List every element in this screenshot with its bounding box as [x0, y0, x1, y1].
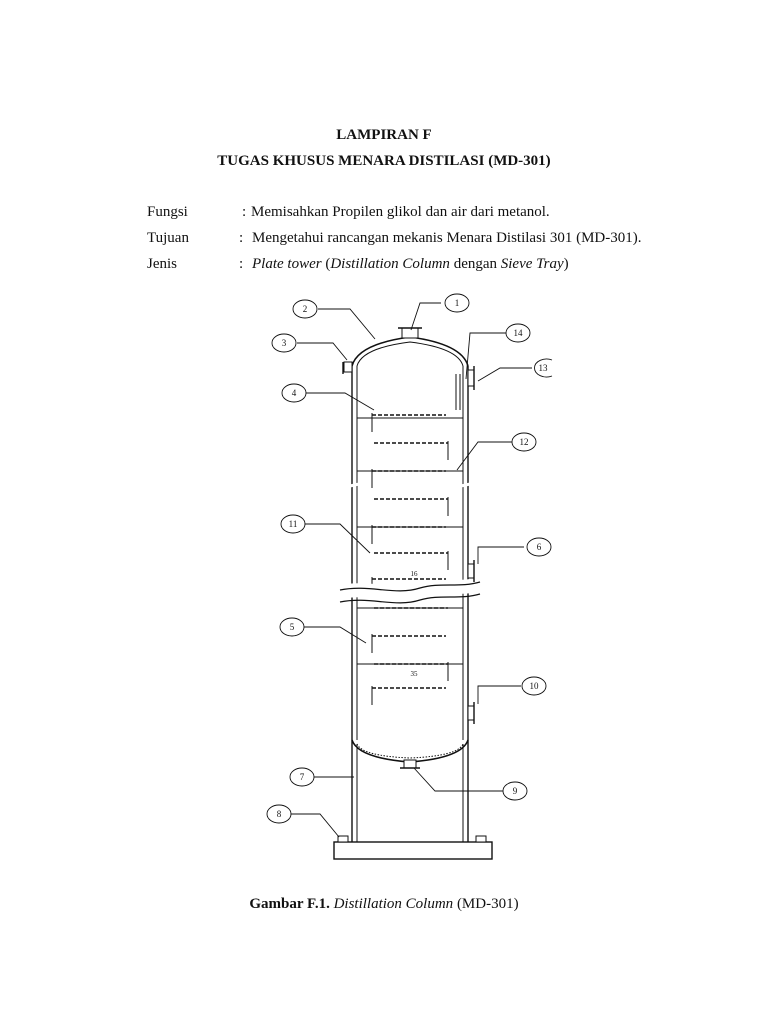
top-head: [351, 336, 469, 367]
jenis-plate-tower: Plate tower: [252, 256, 322, 272]
figure-caption: Gambar F.1. Distillation Column (MD-301): [0, 896, 768, 913]
callout-13: 13: [539, 363, 549, 373]
bottom-head: [351, 739, 469, 763]
caption-suffix: (MD-301): [453, 896, 519, 912]
stage-label-16: 16: [411, 570, 419, 578]
jenis-paren-close: ): [563, 256, 569, 272]
top-head-inner: [356, 341, 464, 367]
left-top-nozzle: [342, 361, 353, 374]
bottom-nozzle: [400, 759, 420, 769]
feed-nozzle: [467, 560, 475, 582]
leader-lines: [290, 302, 532, 838]
callout-6: 6: [537, 542, 542, 552]
callout-5: 5: [290, 622, 295, 632]
callout-9: 9: [513, 786, 518, 796]
page-subtitle: TUGAS KHUSUS MENARA DISTILASI (MD-301): [217, 153, 551, 169]
base-plate: [333, 835, 493, 860]
spec-value-fungsi: Memisahkan Propilen glikol dan air dari …: [251, 204, 550, 220]
callout-12: 12: [520, 437, 529, 447]
callout-3: 3: [282, 338, 287, 348]
stage-label-35: 35: [411, 670, 419, 678]
spec-label-tujuan: Tujuan: [147, 230, 189, 246]
callout-4: 4: [292, 388, 297, 398]
callout-2: 2: [303, 304, 308, 314]
spec-value-jenis: Plate tower (Distillation Column dengan …: [252, 256, 569, 273]
jenis-dengan: dengan: [449, 256, 501, 272]
jenis-distillation-column: Distillation Column: [330, 256, 450, 272]
shell-break-marks: [349, 482, 471, 488]
caption-title: Distillation Column: [333, 896, 454, 912]
callout-7: 7: [300, 772, 305, 782]
top-nozzle: [398, 327, 422, 339]
section-break: [338, 577, 483, 604]
spec-colon-fungsi: :: [242, 204, 247, 220]
trays: [357, 413, 463, 705]
jenis-sieve-tray: Sieve Tray: [500, 256, 564, 272]
column-shell: [351, 366, 469, 740]
callout-bubbles: [266, 293, 553, 824]
callout-8: 8: [277, 809, 282, 819]
spec-value-tujuan: Mengetahui rancangan mekanis Menara Dist…: [252, 230, 642, 246]
callout-14: 14: [514, 328, 524, 338]
reflux-inlet: [455, 366, 475, 410]
caption-label: Gambar F.1.: [249, 896, 330, 912]
jenis-paren-open: (: [321, 256, 331, 272]
bottom-head-inner: [356, 743, 464, 759]
spec-colon-tujuan: :: [239, 230, 244, 246]
callout-10: 10: [530, 681, 540, 691]
spec-label-jenis: Jenis: [147, 256, 177, 272]
callout-1: 1: [455, 298, 460, 308]
page-title: LAMPIRAN F: [336, 127, 432, 143]
spec-label-fungsi: Fungsi: [147, 204, 188, 220]
spec-colon-jenis: :: [239, 256, 244, 272]
callout-11: 11: [289, 519, 298, 529]
callout-numbers: 1 2 3 4 5 6 7 8 9 10 11 12 13 14 16 35: [277, 298, 548, 819]
reboiler-return-nozzle: [467, 702, 475, 724]
